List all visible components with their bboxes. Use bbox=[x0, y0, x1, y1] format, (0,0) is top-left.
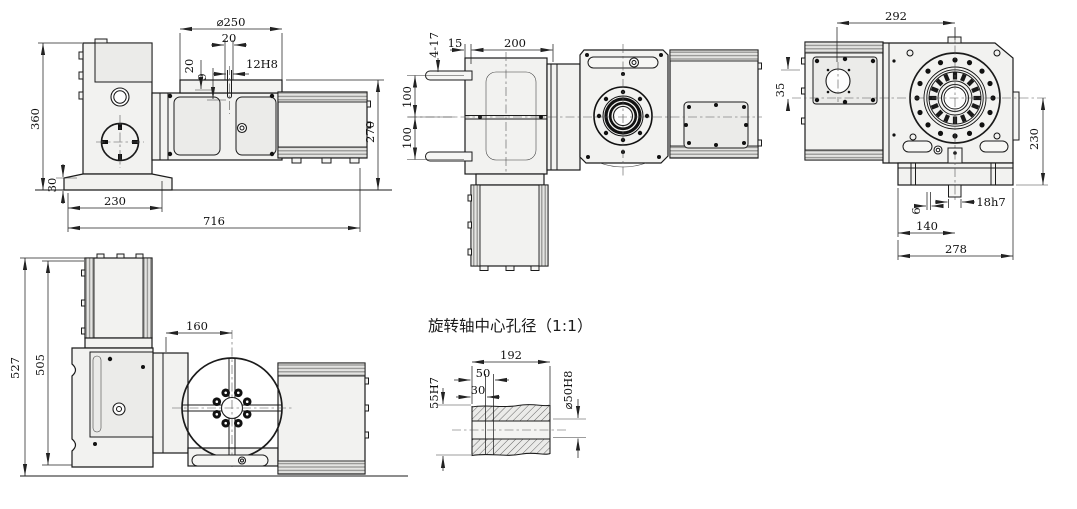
front-motor bbox=[277, 91, 371, 164]
rear-view: 4-17 15 200 100 100 bbox=[400, 32, 762, 271]
dim-u100: 100 bbox=[400, 86, 414, 108]
rear-motor-housing bbox=[669, 49, 762, 159]
dim-w200: 200 bbox=[504, 36, 526, 50]
dim-base-h: 30 bbox=[45, 178, 59, 193]
dim-h505: 505 bbox=[33, 354, 47, 376]
dim-b50: ⌀50H8 bbox=[561, 371, 575, 410]
front-base bbox=[63, 173, 173, 191]
dim-w140: 140 bbox=[916, 219, 938, 233]
dim-d278: 278 bbox=[945, 242, 967, 256]
dim-w292: 292 bbox=[885, 9, 907, 23]
plan-body bbox=[71, 347, 189, 468]
dim-l100: 100 bbox=[400, 127, 414, 149]
dim-s30: 30 bbox=[471, 383, 486, 397]
dim-s50: 50 bbox=[476, 366, 491, 380]
rear-motor-down bbox=[467, 173, 549, 271]
dim-key18: 18h7 bbox=[976, 195, 1005, 209]
detail-title: 旋转轴中心孔径（1:1） bbox=[428, 317, 592, 335]
dim-off160: 160 bbox=[186, 319, 208, 333]
detail-section bbox=[452, 374, 566, 457]
dim-base-w: 230 bbox=[104, 194, 126, 208]
front-column bbox=[63, 38, 173, 191]
dim-height: 360 bbox=[28, 108, 42, 130]
screw-dots bbox=[585, 53, 663, 159]
side-view: 292 35 230 6 18h7 140 278 bbox=[773, 9, 1048, 260]
screw-dots bbox=[167, 93, 275, 157]
detail-view: 旋转轴中心孔径（1:1） 192 50 30 55H7 ⌀50H8 bbox=[427, 317, 592, 471]
plan-motor-top bbox=[81, 253, 153, 349]
dim-body-h: 270 bbox=[363, 121, 377, 143]
rear-dimensions: 4-17 15 200 100 100 bbox=[400, 32, 554, 160]
side-motor-housing bbox=[801, 41, 884, 161]
rear-gearbox-face bbox=[579, 44, 669, 176]
front-body bbox=[151, 66, 283, 161]
dim-key6: 6 bbox=[909, 207, 923, 214]
plan-dimensions: 527 505 160 bbox=[8, 257, 232, 476]
dim-h527: 527 bbox=[8, 357, 22, 379]
dim-keyway: 12H8 bbox=[246, 57, 278, 71]
rear-bearing-flange bbox=[593, 44, 653, 176]
plan-view: 527 505 160 bbox=[8, 253, 408, 477]
front-view: ⌀250 20 12H8 20 9 360 30 230 716 270 bbox=[28, 15, 392, 232]
bolt-pinholes bbox=[215, 391, 249, 425]
detail-dimensions: 192 50 30 55H7 ⌀50H8 bbox=[427, 348, 586, 471]
rear-plate bbox=[425, 52, 564, 180]
mount-lug bbox=[425, 151, 473, 162]
corner-screws bbox=[892, 49, 1001, 141]
dim-off35: 35 bbox=[773, 83, 787, 98]
plan-table-circle bbox=[172, 330, 292, 470]
dim-h230: 230 bbox=[1027, 128, 1041, 150]
dim-slot-pitch: 20 bbox=[222, 31, 237, 45]
plan-motor-right bbox=[277, 362, 369, 475]
side-body bbox=[792, 28, 1046, 202]
side-dimensions: 292 35 230 6 18h7 140 278 bbox=[773, 9, 1048, 260]
dim-flange-dia: ⌀250 bbox=[217, 15, 246, 29]
dim-b55: 55H7 bbox=[427, 377, 441, 409]
screw-dots bbox=[814, 56, 876, 105]
dim-total-l: 716 bbox=[203, 214, 225, 228]
side-base bbox=[897, 147, 1014, 198]
screw-dots bbox=[684, 103, 748, 147]
dim-l192: 192 bbox=[500, 348, 522, 362]
dim-depth20: 20 bbox=[182, 59, 196, 74]
front-keyway-slot bbox=[227, 66, 232, 114]
front-dimensions: ⌀250 20 12H8 20 9 360 30 230 716 270 bbox=[28, 15, 384, 232]
dim-off15: 15 bbox=[448, 36, 463, 50]
dim-holes: 4-17 bbox=[427, 32, 441, 58]
dim-depth9: 9 bbox=[195, 73, 209, 80]
